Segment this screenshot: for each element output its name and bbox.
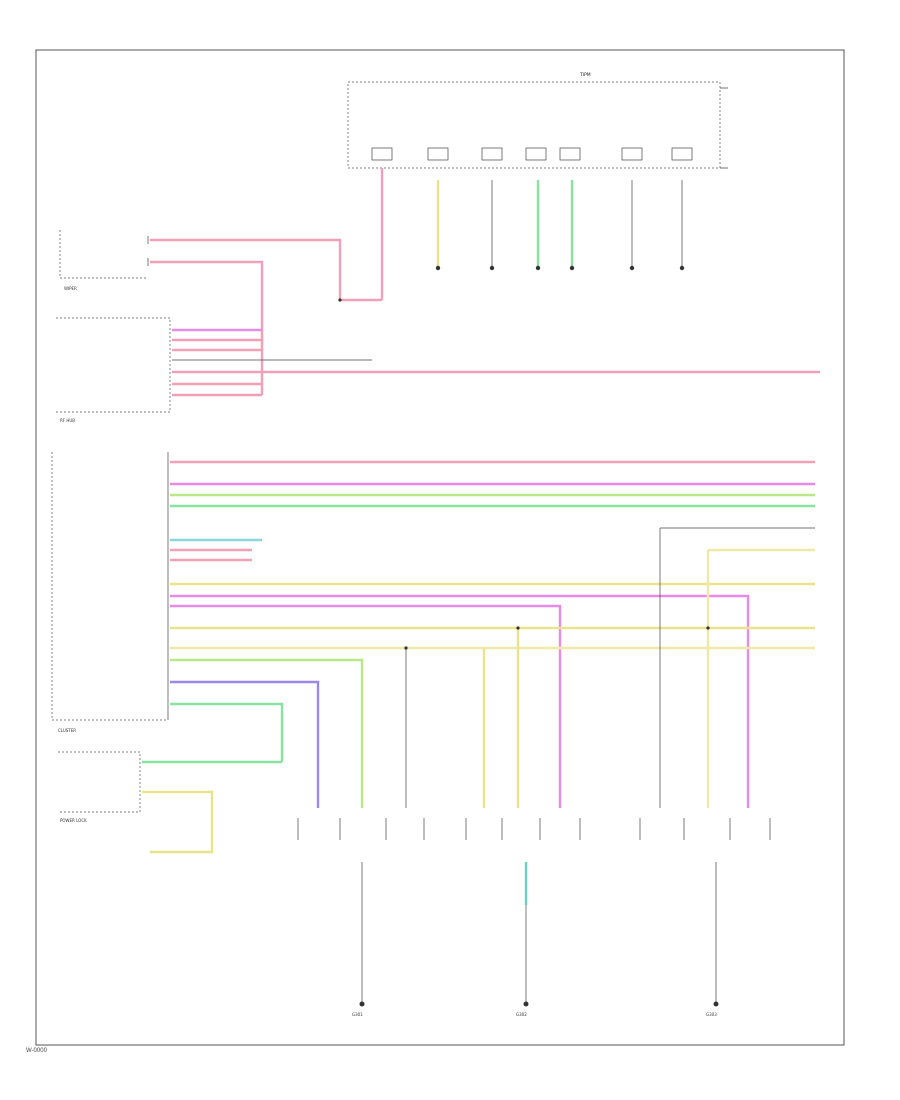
rf-hub-wires [172,328,820,397]
rf-hub-label: RF HUB [60,418,75,423]
ground-g301-label: G301 [352,1012,363,1017]
cluster-drop-wires [405,527,815,808]
tipm-wires [380,168,683,300]
lower-ground-wires [359,862,719,1007]
ground-g302-label: G302 [516,1012,527,1017]
diagram-border [35,49,845,1046]
tipm-fuse-row [371,147,693,161]
footer-code: W-0000 [26,1048,47,1054]
tipm-label: TIPM [579,72,591,78]
power-lock-wires [142,760,282,854]
cluster-label: CLUSTER [58,728,76,733]
splice-points [338,298,710,650]
wiper-switch: WIPER [59,230,149,291]
cluster-module: CLUSTER [51,452,169,733]
cluster-bus-wires [170,460,815,808]
lower-connectors [297,818,771,840]
tipm-grounds [435,265,685,271]
power-lock-module: POWER LOCK [58,751,141,823]
ground-g303-label: G303 [706,1012,717,1017]
power-lock-label: POWER LOCK [60,818,87,823]
ground-labels: G301 G302 G303 [352,1012,717,1017]
rf-hub-module: RF HUB [56,317,171,423]
tipm-module: TIPM [347,72,728,169]
wiper-label: WIPER [64,286,77,291]
